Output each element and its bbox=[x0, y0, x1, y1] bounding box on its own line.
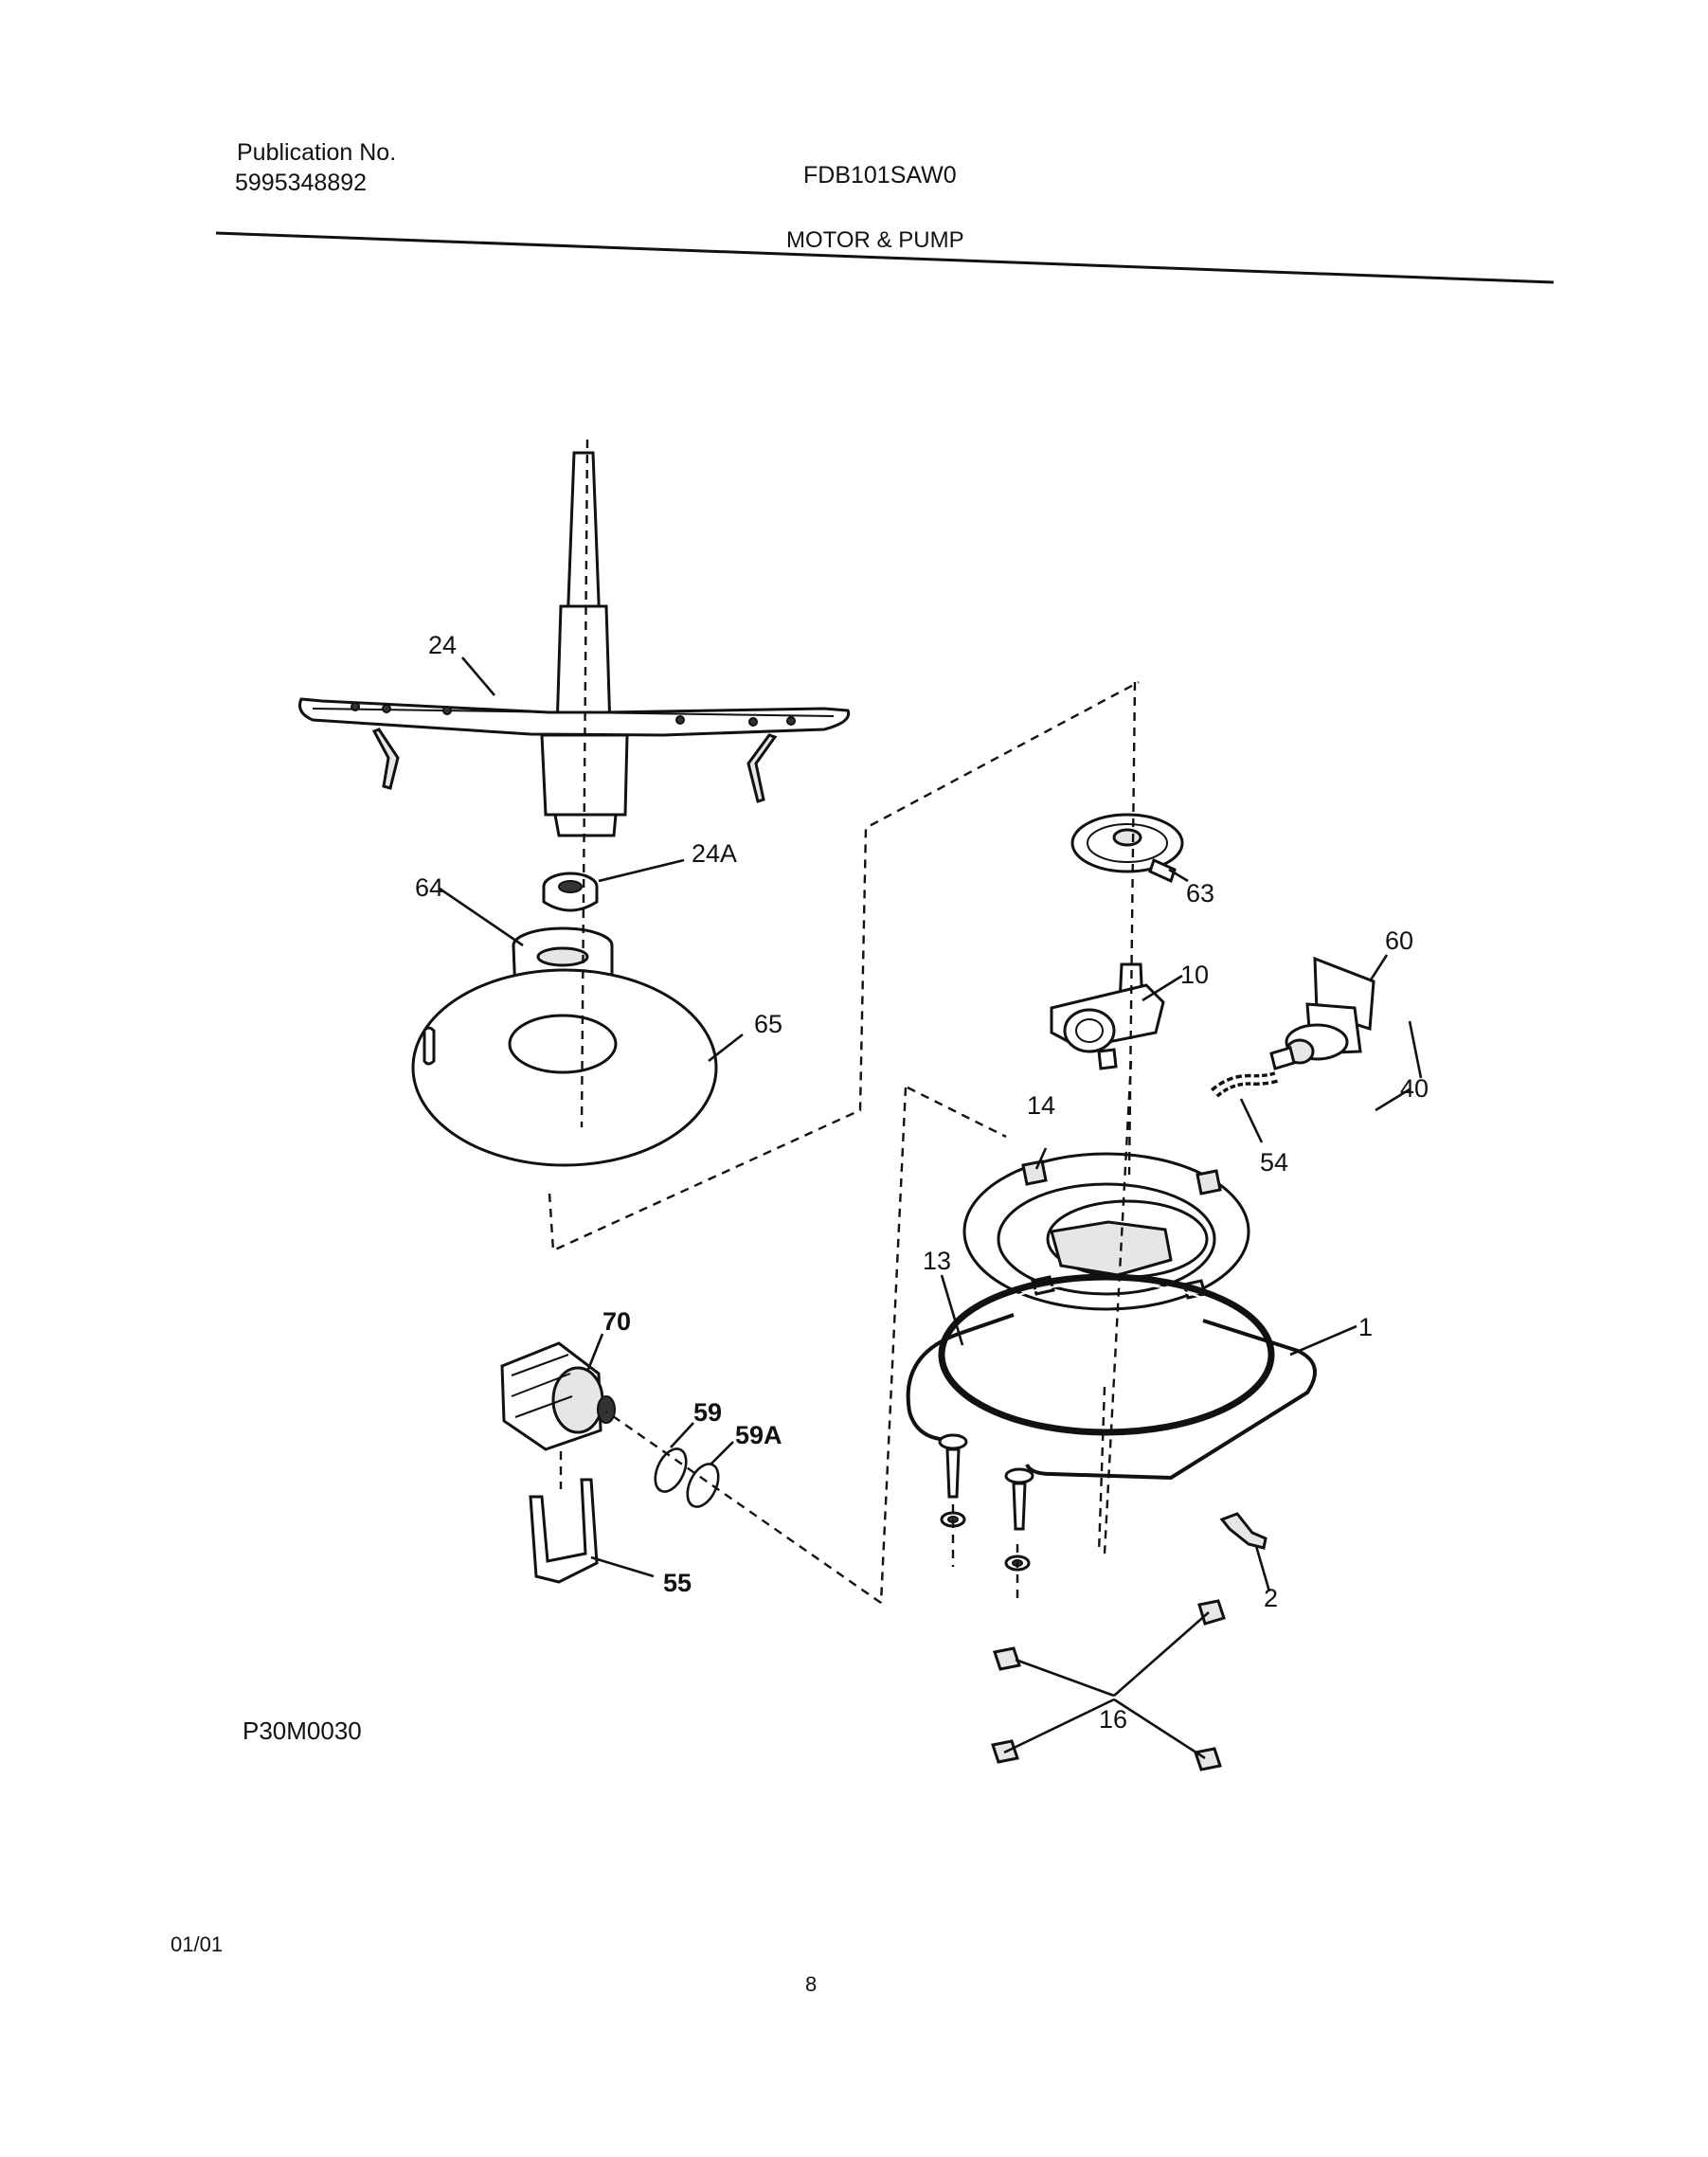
publication-number: 5995348892 bbox=[235, 170, 368, 196]
callout-10: 10 bbox=[1180, 961, 1209, 989]
header-rule bbox=[215, 231, 1555, 284]
callout-16: 16 bbox=[1099, 1705, 1127, 1734]
callout-63: 63 bbox=[1186, 879, 1214, 908]
lower-spray-arm bbox=[298, 451, 851, 837]
motor-seal-a bbox=[686, 1463, 720, 1508]
pump-motor bbox=[500, 1341, 616, 1451]
impeller bbox=[1070, 813, 1184, 884]
callout-59a: 59A bbox=[735, 1421, 782, 1449]
leader-lines bbox=[439, 656, 1423, 1760]
fill-hose bbox=[1211, 1070, 1282, 1098]
spray-arm-bearing bbox=[542, 872, 599, 912]
callout-65: 65 bbox=[754, 1010, 782, 1038]
callout-13: 13 bbox=[923, 1247, 951, 1275]
callout-60: 60 bbox=[1385, 926, 1413, 955]
callout-54: 54 bbox=[1260, 1148, 1288, 1177]
heater-terminals bbox=[938, 1433, 1034, 1572]
callout-24: 24 bbox=[428, 631, 457, 659]
pump-housing bbox=[1050, 962, 1165, 1070]
callout-55: 55 bbox=[663, 1569, 692, 1597]
publication-label: Publication No. bbox=[237, 139, 397, 166]
callout-59: 59 bbox=[693, 1398, 722, 1427]
motor-bracket bbox=[529, 1478, 599, 1584]
filter-disk bbox=[411, 968, 718, 1167]
section-title: MOTOR & PUMP bbox=[786, 227, 964, 253]
sump-ring bbox=[962, 1152, 1250, 1311]
footer-date: 01/01 bbox=[171, 1932, 223, 1956]
callout-40: 40 bbox=[1400, 1074, 1429, 1103]
callout-14: 14 bbox=[1027, 1091, 1055, 1120]
heating-element bbox=[906, 1313, 1317, 1481]
water-valve bbox=[1269, 956, 1375, 1070]
sump-gasket bbox=[938, 1273, 1275, 1436]
page-number: 8 bbox=[805, 1972, 817, 1996]
callout-2: 2 bbox=[1264, 1584, 1278, 1612]
callout-70: 70 bbox=[602, 1307, 631, 1336]
callout-24a: 24A bbox=[692, 839, 737, 868]
figure-code: P30M0030 bbox=[243, 1717, 362, 1745]
callout-1: 1 bbox=[1358, 1313, 1373, 1341]
assembly-lines bbox=[548, 439, 1140, 1604]
model-number: FDB101SAW0 bbox=[803, 162, 957, 189]
callout-64: 64 bbox=[415, 873, 443, 902]
motor-seal bbox=[654, 1447, 688, 1493]
mounting-feet bbox=[991, 1599, 1226, 1771]
heater-clip bbox=[1219, 1512, 1268, 1550]
